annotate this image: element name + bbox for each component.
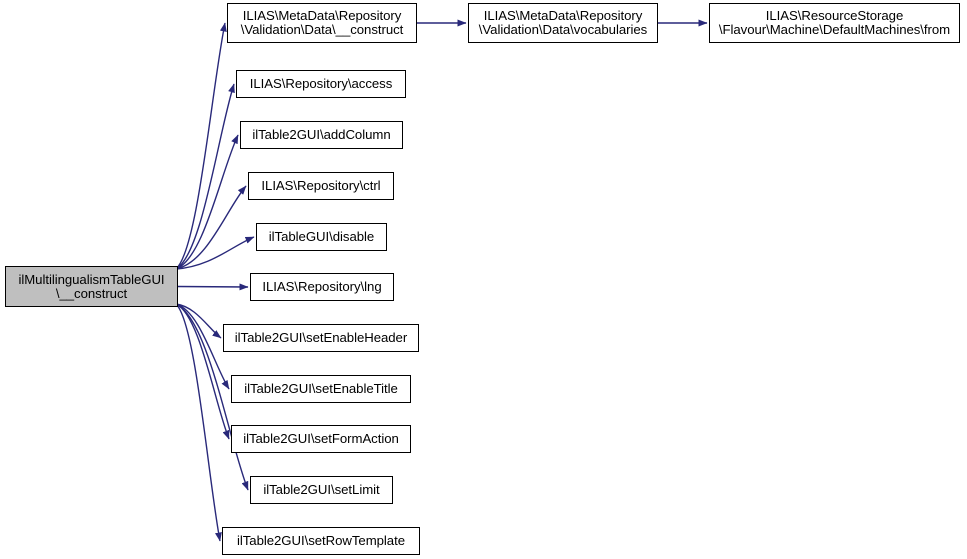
graph-node-set_limit[interactable]: ilTable2GUI\setLimit <box>250 476 393 504</box>
graph-node-set_enable_header[interactable]: ilTable2GUI\setEnableHeader <box>223 324 419 352</box>
graph-edge-root-to-set_enable_header <box>175 303 222 339</box>
graph-node-label-line: ilTable2GUI\setFormAction <box>243 431 399 446</box>
graph-node-md_construct[interactable]: ILIAS\MetaData\Repository\Validation\Dat… <box>227 3 417 43</box>
graph-node-repo_lng[interactable]: ILIAS\Repository\lng <box>250 273 394 301</box>
graph-node-root: ilMultilingualismTableGUI\__construct <box>5 266 178 307</box>
graph-node-label-line: ILIAS\Repository\access <box>249 76 393 91</box>
graph-node-repo_ctrl[interactable]: ILIAS\Repository\ctrl <box>248 172 394 200</box>
graph-node-md_vocabularies[interactable]: ILIAS\MetaData\Repository\Validation\Dat… <box>468 3 658 43</box>
graph-node-label-line: ilTable2GUI\setEnableHeader <box>234 330 408 345</box>
graph-edge-root-to-set_form_action <box>175 303 230 440</box>
graph-node-label-line: \Validation\Data\vocabularies <box>478 22 648 37</box>
graph-node-repo_access[interactable]: ILIAS\Repository\access <box>236 70 406 98</box>
graph-edge-root-to-set_enable_title <box>175 303 230 390</box>
graph-node-label-line: ilTable2GUI\setLimit <box>263 482 380 497</box>
graph-node-add_column[interactable]: ilTable2GUI\addColumn <box>240 121 403 149</box>
graph-node-label-line: ILIAS\MetaData\Repository <box>483 8 643 23</box>
graph-node-set_row_template[interactable]: ilTable2GUI\setRowTemplate <box>222 527 420 555</box>
graph-edge-root-to-repo_access <box>175 83 235 270</box>
graph-node-label-line: ilTable2GUI\setEnableTitle <box>244 381 398 396</box>
graph-node-label-line: ilTable2GUI\setRowTemplate <box>236 533 405 548</box>
graph-node-label-line: ilMultilingualismTableGUI <box>18 271 165 287</box>
graph-node-label-line: ILIAS\Repository\lng <box>262 279 382 294</box>
graph-node-table_disable[interactable]: ilTableGUI\disable <box>256 223 387 251</box>
graph-node-label-line: \__construct <box>55 285 128 301</box>
graph-node-label-line: \Flavour\Machine\DefaultMachines\from <box>718 22 951 37</box>
graph-edge-root-to-table_disable <box>175 236 255 270</box>
graph-node-label-line: ilTable2GUI\addColumn <box>252 127 391 142</box>
graph-edge-root-to-repo_lng <box>177 283 249 291</box>
graph-node-label-line: ILIAS\ResourceStorage <box>765 8 904 23</box>
graph-node-label-line: ilTableGUI\disable <box>268 229 375 244</box>
graph-node-label-line: ILIAS\MetaData\Repository <box>242 8 402 23</box>
graph-node-set_form_action[interactable]: ilTable2GUI\setFormAction <box>231 425 411 453</box>
graph-node-label-line: \Validation\Data\__construct <box>240 22 404 37</box>
graph-edge-root-to-md_construct <box>175 22 227 270</box>
graph-node-set_enable_title[interactable]: ilTable2GUI\setEnableTitle <box>231 375 411 403</box>
graph-edge-root-to-repo_ctrl <box>175 185 247 270</box>
graph-node-rs_from[interactable]: ILIAS\ResourceStorage\Flavour\Machine\De… <box>709 3 960 43</box>
graph-edge-root-to-set_row_template <box>175 303 222 542</box>
graph-edge-root-to-add_column <box>175 134 239 270</box>
graph-node-label-line: ILIAS\Repository\ctrl <box>261 178 381 193</box>
